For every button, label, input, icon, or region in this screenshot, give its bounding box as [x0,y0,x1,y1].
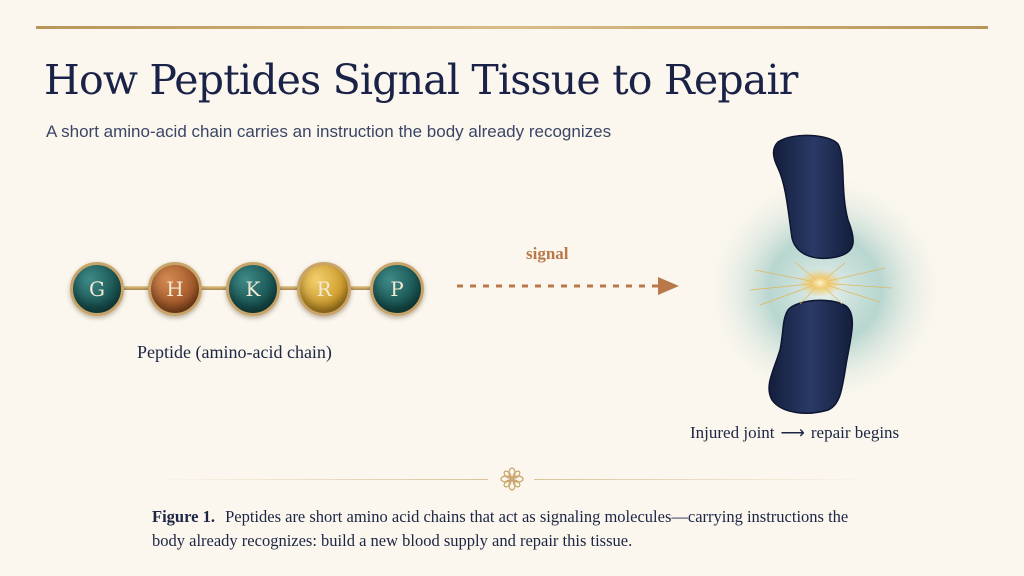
peptide-label: Peptide (amino-acid chain) [137,342,332,362]
right-arrow-icon: ⟶ [780,423,805,442]
lower-bone [768,299,854,414]
amino-acid-bead-r: R [297,262,351,316]
amino-acid-bead-p: P [370,262,424,316]
amino-acid-bead-g: G [70,262,124,316]
figure-label: Figure 1. [152,507,215,526]
joint-label: Injured joint ⟶ repair begins [690,423,899,443]
figure-caption: Figure 1. Peptides are short amino acid … [152,505,852,553]
divider-right [534,479,874,480]
amino-acid-bead-h: H [148,262,202,316]
divider-left [148,479,488,480]
injured-joint-illustration [700,134,950,414]
joint-label-left: Injured joint [690,423,775,442]
signal-arrow [457,277,679,295]
signal-label: signal [526,244,569,263]
flower-ornament-icon [500,467,524,491]
joint-label-right: repair begins [810,423,900,442]
caption-text: Peptides are short amino acid chains tha… [152,507,849,550]
page-title: How Peptides Signal Tissue to Repair [44,56,798,104]
repair-spark-center [798,269,842,297]
page-subtitle: A short amino-acid chain carries an inst… [46,122,612,141]
amino-acid-bead-k: K [226,262,280,316]
upper-bone [772,134,854,260]
top-rule [36,26,988,29]
